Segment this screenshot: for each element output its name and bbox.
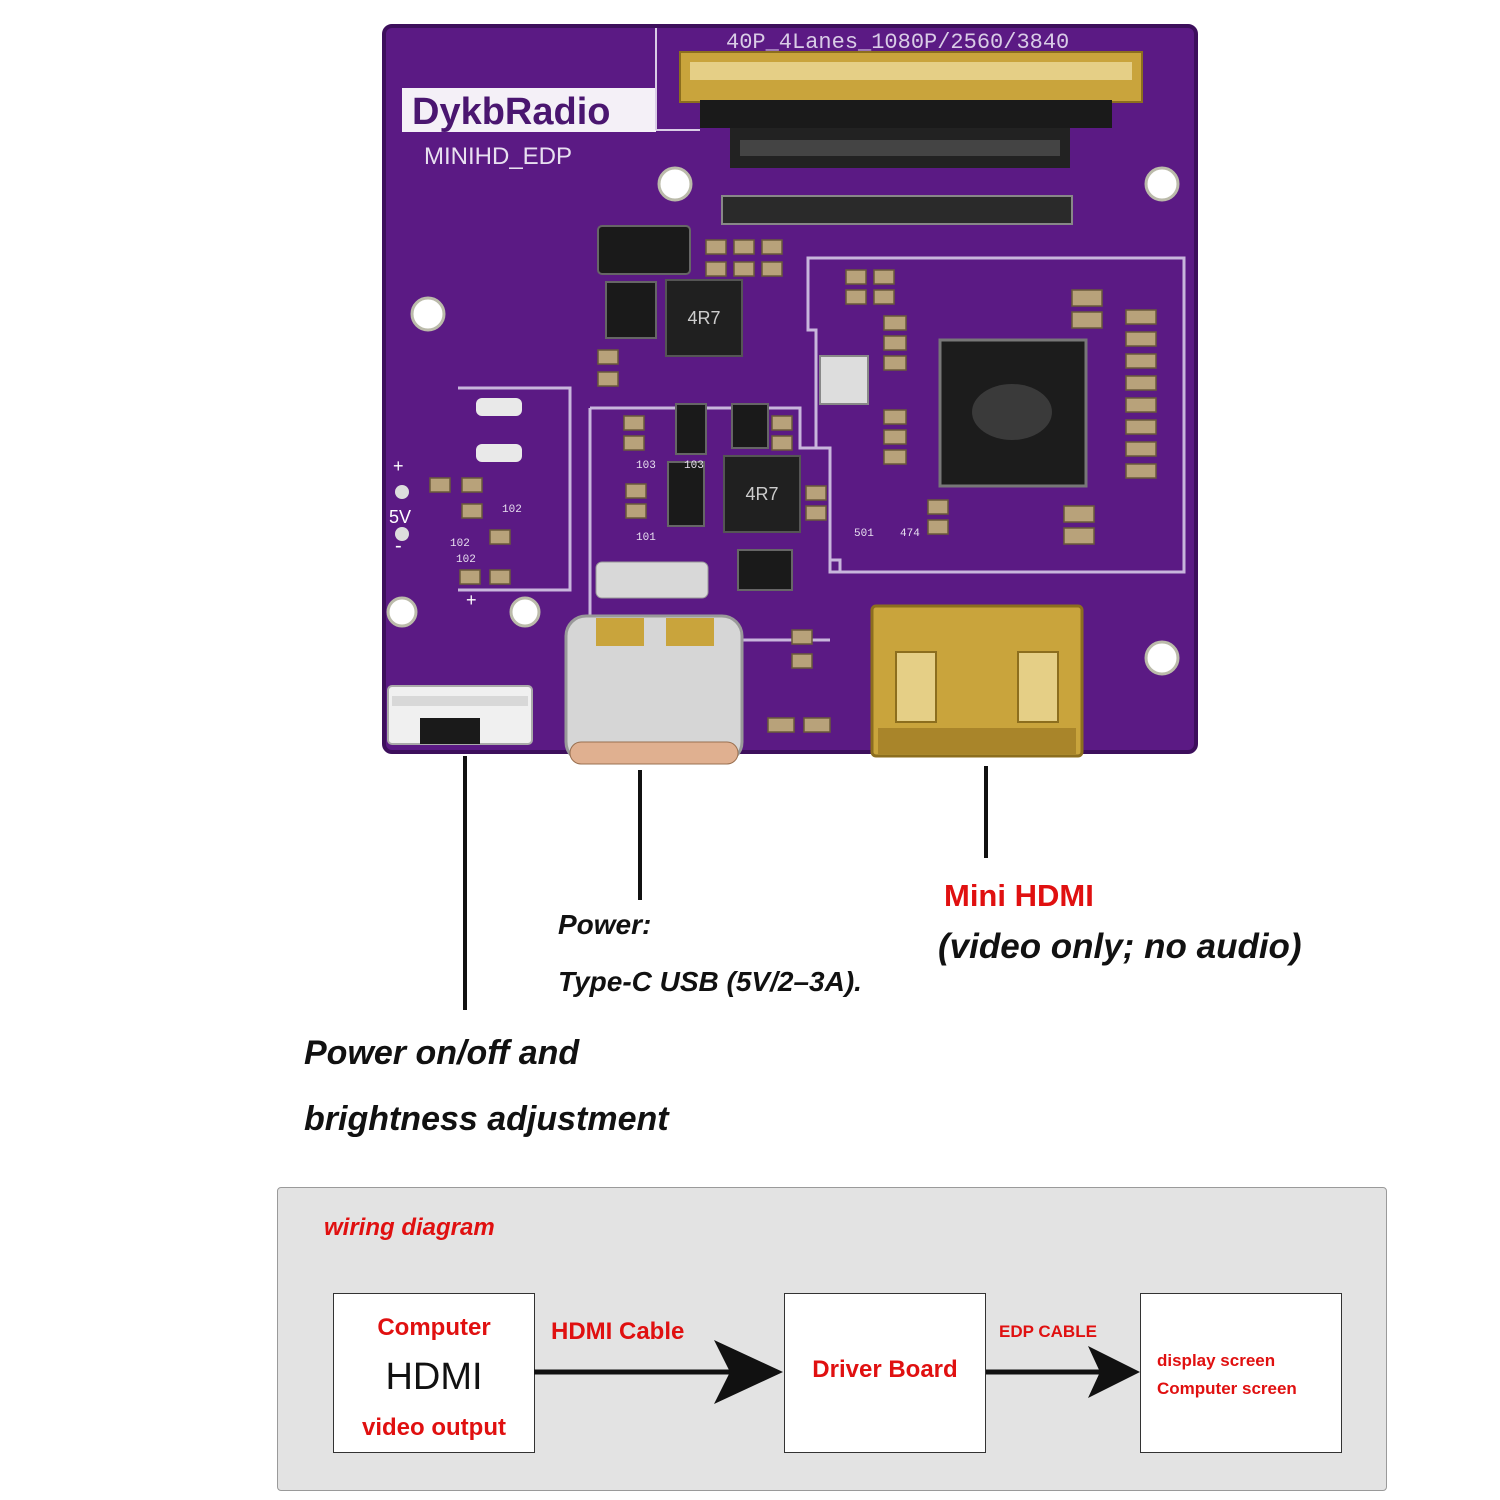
wiring-diagram-title: wiring diagram	[324, 1214, 495, 1241]
regulator-ic	[605, 281, 657, 339]
svg-text:4R7: 4R7	[687, 308, 720, 328]
display-line2: Computer screen	[1157, 1379, 1297, 1398]
mount-hole	[1144, 640, 1180, 676]
mosfet-2	[667, 461, 705, 527]
solder-pad	[476, 444, 522, 462]
small-ic	[737, 549, 793, 591]
svg-text:4R7: 4R7	[745, 484, 778, 504]
svg-text:102: 102	[450, 538, 470, 550]
inductor-1	[665, 279, 743, 357]
mount-hole	[386, 596, 418, 628]
brand-label-box	[402, 88, 656, 132]
driver-board-box: Driver Board	[784, 1293, 986, 1453]
mini-hdmi-note: (video only; no audio)	[938, 927, 1302, 966]
display-line1: display screen	[1157, 1351, 1276, 1370]
solder-pad	[476, 398, 522, 416]
svg-text:474: 474	[900, 528, 920, 540]
svg-text:103: 103	[684, 460, 704, 472]
computer-source-box: Computer HDMI video output	[333, 1293, 535, 1453]
svg-text:+: +	[393, 456, 404, 476]
power-callout-spec: Type-C USB (5V/2–3A).	[558, 966, 862, 997]
source-box-top: Computer	[377, 1314, 491, 1341]
power-brightness-switch	[387, 685, 533, 745]
wiring-diagram-panel: wiring diagram Computer HDMI video outpu…	[277, 1187, 1387, 1491]
svg-text:+: +	[466, 590, 477, 610]
arrow-hdmi-head	[714, 1340, 783, 1404]
svg-text:103: 103	[636, 460, 656, 472]
silk-5v: 5V	[389, 507, 411, 527]
switch-callout-line1: Power on/off and	[304, 1034, 580, 1072]
driver-board-label: Driver Board	[812, 1356, 958, 1383]
svg-text:501: 501	[854, 528, 874, 540]
mini-hdmi-title: Mini HDMI	[944, 878, 1094, 913]
mosfet	[675, 403, 707, 455]
model-text: MINIHD_EDP	[424, 143, 572, 170]
switch-callout-line2: brightness adjustment	[304, 1100, 669, 1138]
svg-text:102: 102	[502, 504, 522, 516]
crystal	[819, 355, 869, 405]
mount-hole	[657, 166, 693, 202]
mount-hole	[410, 296, 446, 332]
svg-text:102: 102	[456, 554, 476, 566]
brand-text: DykbRadio	[412, 91, 610, 133]
svg-text:101: 101	[636, 532, 656, 544]
transistor	[731, 403, 769, 449]
mini-hdmi-port	[870, 604, 1084, 758]
power-callout-title: Power:	[558, 909, 652, 940]
diode	[597, 225, 691, 275]
solder-blob	[595, 561, 709, 599]
source-box-mid: HDMI	[385, 1356, 483, 1398]
mount-hole	[509, 596, 541, 628]
inductor-2	[723, 455, 801, 533]
type-c-port	[564, 614, 744, 765]
svg-text:-: -	[395, 535, 402, 557]
edp-connector	[679, 51, 1143, 225]
edp-cable-label: EDP CABLE	[999, 1322, 1097, 1341]
hdmi-cable-label: HDMI Cable	[551, 1318, 685, 1345]
display-screen-box: display screen Computer screen	[1140, 1293, 1342, 1453]
driver-board-photo: DykbRadio MINIHD_EDP 40P_4Lanes_1080P/25…	[382, 24, 1198, 1010]
arrow-edp-head	[1088, 1346, 1140, 1398]
source-box-bottom: video output	[362, 1414, 506, 1441]
connector-label: 40P_4Lanes_1080P/2560/3840	[726, 30, 1069, 55]
mount-hole	[1144, 166, 1180, 202]
